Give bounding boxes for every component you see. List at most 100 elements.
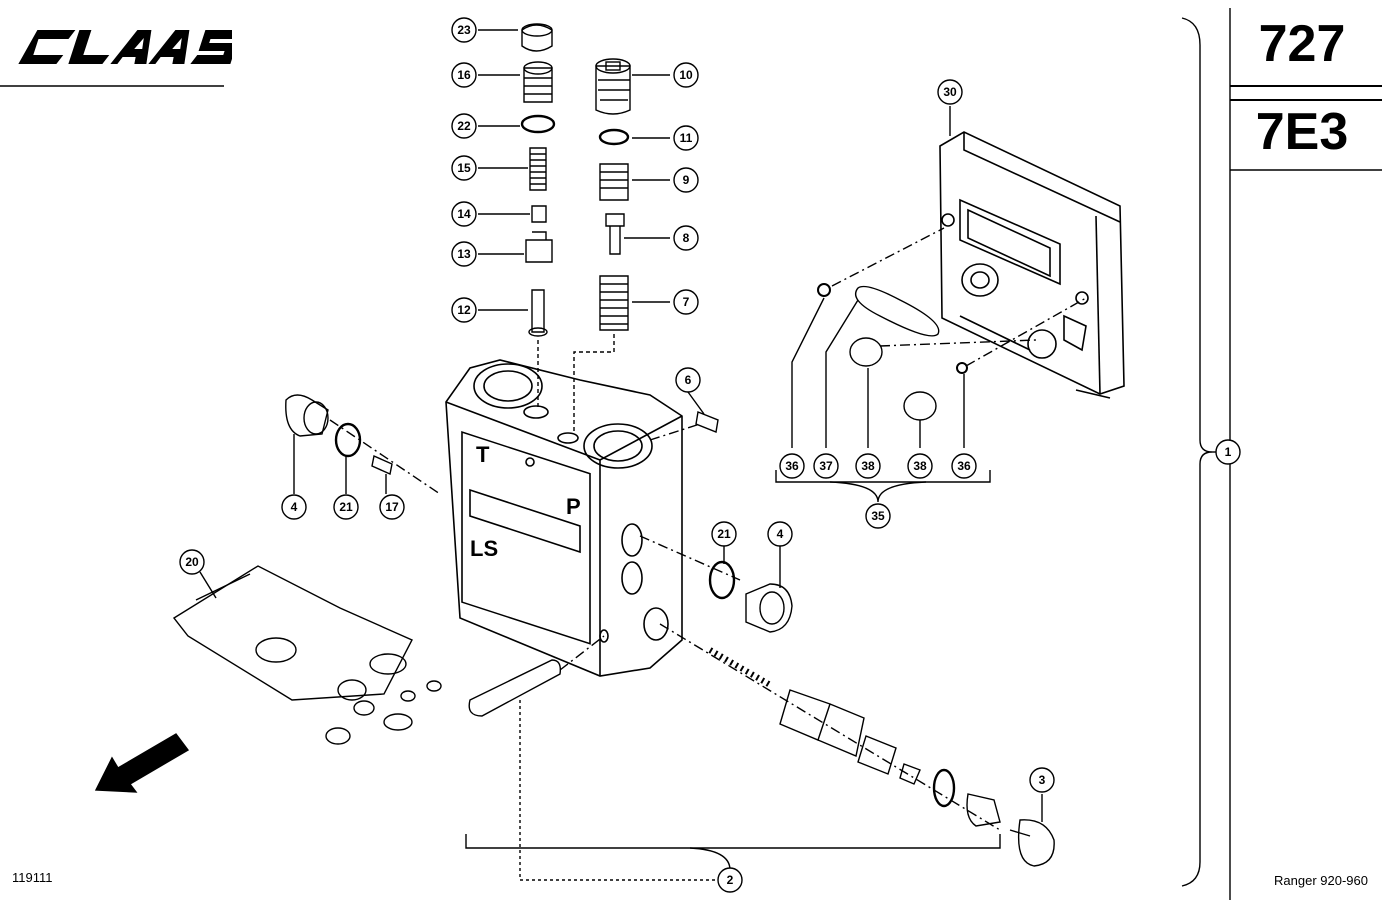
callout-circle (907, 453, 933, 479)
callout-2: 2 (717, 867, 743, 893)
callout-circle (673, 62, 699, 88)
callout-circle (1215, 439, 1241, 465)
model-name: Ranger 920-960 (1274, 873, 1368, 888)
callout-11: 11 (673, 125, 699, 151)
leader-20 (199, 571, 217, 599)
callout-circle (673, 225, 699, 251)
callout-circle (451, 62, 477, 88)
callout-circle (675, 367, 701, 393)
callout-1: 1 (1215, 439, 1241, 465)
cover-plate (939, 131, 1125, 399)
bracket-2-center (689, 847, 731, 871)
callout-9: 9 (673, 167, 699, 193)
leader-37-callout (825, 299, 859, 448)
label-p: P (566, 494, 581, 519)
callout-17: 17 (379, 494, 405, 520)
plug-4-right-face (759, 591, 785, 625)
left-plug-leaders (293, 434, 387, 494)
page-number: 727 (1258, 15, 1346, 73)
callout-number: 17 (385, 500, 399, 514)
callout-21a: 21 (333, 494, 359, 520)
callout-number: 11 (680, 131, 693, 145)
callout-number: 38 (861, 459, 875, 473)
callout-circle (813, 453, 839, 479)
seal-kit-bag (172, 565, 442, 745)
assembly-bracket (1181, 17, 1213, 887)
left-plug-group (285, 394, 441, 495)
bracket-2 (465, 834, 1001, 849)
label-ls: LS (470, 536, 498, 561)
callout-6: 6 (675, 367, 701, 393)
seal-ring-21-right (708, 560, 736, 600)
leader-6 (687, 391, 705, 415)
callout-4a: 4 (281, 494, 307, 520)
callout-circle (1029, 767, 1055, 793)
callout-number: 13 (457, 247, 471, 261)
callout-number: 36 (957, 459, 971, 473)
callout-circle (451, 155, 477, 181)
leader-36a-callout (791, 297, 825, 448)
plug-4-right (745, 583, 793, 633)
callout-35: 35 (865, 503, 891, 529)
callout-number: 8 (683, 231, 690, 245)
callout-30: 30 (937, 79, 963, 105)
right-valve-stack (573, 58, 631, 434)
callout-circle (865, 503, 891, 529)
callout-21b: 21 (711, 521, 737, 547)
callout-number: 35 (871, 509, 885, 523)
callout-3: 3 (1029, 767, 1055, 793)
section-code: 7E3 (1255, 103, 1349, 161)
callout-number: 21 (717, 527, 731, 541)
callout-number: 3 (1039, 773, 1046, 787)
callout-37: 37 (813, 453, 839, 479)
left-valve-stack (520, 23, 556, 410)
fitting-6 (695, 411, 719, 433)
callout-circle (451, 201, 477, 227)
direction-arrow (94, 733, 190, 793)
callout-23: 23 (451, 17, 477, 43)
callout-circle (767, 521, 793, 547)
callout-number: 1 (1225, 445, 1232, 459)
dowel-pin (468, 659, 562, 717)
callout-circle (281, 494, 307, 520)
leader-pin-axis (559, 635, 605, 671)
callout-number: 14 (457, 207, 471, 221)
leader-36a (831, 227, 945, 287)
callout-circle (673, 289, 699, 315)
callout-15: 15 (451, 155, 477, 181)
spool-assembly (659, 623, 1055, 867)
callout-number: 30 (943, 85, 957, 99)
callout-4b: 4 (767, 521, 793, 547)
callout-38b: 38 (907, 453, 933, 479)
callout-10: 10 (673, 62, 699, 88)
callout-circle (779, 453, 805, 479)
valve-body (445, 359, 683, 677)
callout-number: 37 (819, 459, 833, 473)
callout-number: 4 (777, 527, 784, 541)
callout-36a: 36 (779, 453, 805, 479)
callout-number: 2 (727, 873, 734, 887)
leader-right-port (639, 535, 741, 581)
callout-circle (179, 549, 205, 575)
callout-number: 20 (185, 555, 199, 569)
callout-circle (451, 241, 477, 267)
callout-8: 8 (673, 225, 699, 251)
callout-38a: 38 (855, 453, 881, 479)
o-ring-38-left (849, 337, 883, 367)
callout-number: 22 (457, 119, 471, 133)
callout-circle (451, 17, 477, 43)
o-ring-36-left (817, 283, 831, 297)
callout-14: 14 (451, 201, 477, 227)
callout-12: 12 (451, 297, 477, 323)
callout-number: 23 (457, 23, 471, 37)
drawing-number: 119111 (12, 870, 53, 885)
seal-kit-bracket-center (829, 481, 927, 503)
right-plug-leaders (723, 546, 781, 588)
callout-22: 22 (451, 113, 477, 139)
callout-number: 36 (785, 459, 799, 473)
callout-circle (451, 297, 477, 323)
callout-number: 38 (913, 459, 927, 473)
left-stack-leaders (478, 29, 530, 311)
